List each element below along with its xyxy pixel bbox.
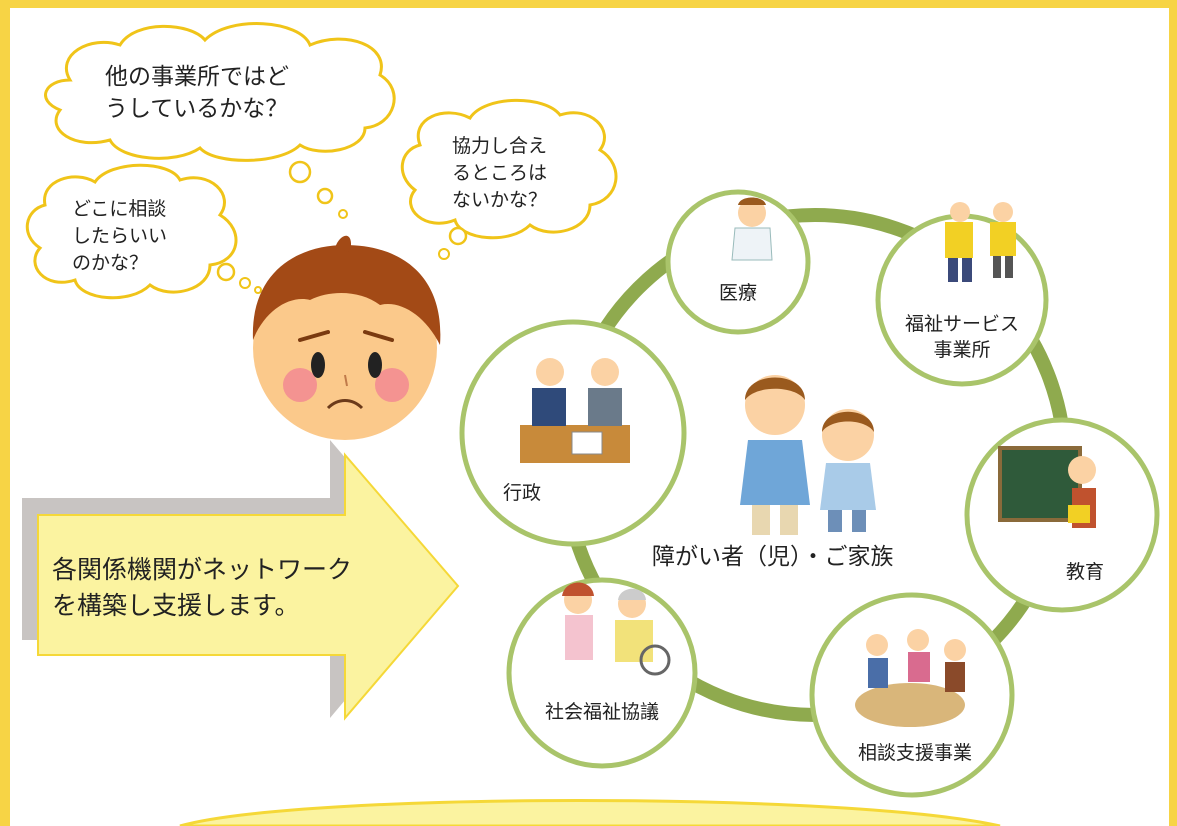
node-consultation-label: 相談支援事業 — [858, 742, 972, 764]
node-education: 教育 — [964, 417, 1160, 613]
node-consultation: 相談支援事業 — [809, 592, 1015, 798]
node-education-label: 教育 — [1066, 561, 1104, 583]
thought-cloud-left: どこに相談 したらいい のかな？ — [25, 163, 262, 300]
thought-right-line-3: ないかな？ — [452, 189, 547, 211]
arrow-text-line-2: を構築し支援します。 — [52, 591, 300, 620]
support-arrow: 各関係機関がネットワーク を構築し支援します。 — [22, 440, 460, 721]
node-administration-label: 行政 — [503, 482, 541, 504]
node-administration: 行政 — [459, 319, 687, 547]
frame-top-border — [0, 0, 1177, 8]
thought-main-line-2: うしているかな？ — [105, 96, 288, 122]
node-social-welfare-council-label: 社会福祉協議 — [545, 701, 659, 723]
thought-left-line-2: したらいい — [72, 225, 167, 247]
thought-left-line-3: のかな？ — [72, 252, 148, 274]
thought-left-line-1: どこに相談 — [72, 198, 166, 220]
arrow-text-line-1: 各関係機関がネットワーク — [52, 555, 352, 584]
thought-cloud-main: 他の事業所ではど うしているかな？ — [44, 22, 396, 219]
thought-right-line-1: 協力し合え — [452, 135, 547, 157]
center-label: 障がい者（児）・ご家族 — [652, 544, 894, 570]
bottom-band — [0, 784, 1177, 826]
frame-right-border — [1169, 0, 1177, 826]
frame-left-border — [0, 0, 10, 826]
thought-cloud-right: 協力し合え るところは ないかな？ — [400, 98, 618, 260]
node-welfare-service: 福祉サービス 事業所 — [875, 202, 1049, 387]
thought-right-line-2: るところは — [452, 162, 547, 184]
node-welfare-service-label-2: 事業所 — [933, 339, 990, 361]
node-medical: 医療 — [665, 189, 811, 335]
node-social-welfare-council: 社会福祉協議 — [506, 577, 698, 769]
node-medical-label: 医療 — [719, 282, 757, 304]
family-illustration — [740, 375, 876, 535]
thought-main-line-1: 他の事業所ではど — [105, 64, 289, 90]
node-welfare-service-label-1: 福祉サービス — [905, 313, 1019, 335]
worried-child-illustration — [252, 235, 441, 440]
